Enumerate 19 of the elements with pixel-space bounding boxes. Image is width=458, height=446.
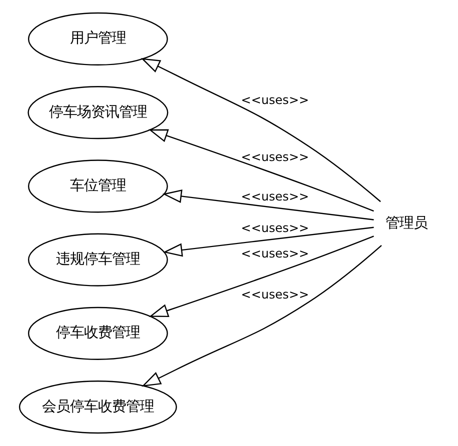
- edge-label: <<uses>>: [240, 93, 309, 108]
- edge-label: <<uses>>: [240, 221, 309, 236]
- arrow: [141, 244, 382, 387]
- arrow: [148, 236, 374, 318]
- node-text: 管理员: [385, 215, 428, 232]
- edge-label: <<uses>>: [240, 150, 309, 164]
- node-ellipse: 停车收费管理: [27, 306, 168, 360]
- node-ellipse: 违规停车管理: [27, 233, 168, 286]
- arrow: [162, 226, 374, 257]
- node-ellipse: 停车场资讯管理: [27, 86, 168, 140]
- node-ellipse: 会员停车收费管理: [18, 380, 176, 434]
- node-ellipse: 用户管理: [27, 12, 168, 66]
- edge-label: <<uses>>: [240, 190, 309, 204]
- node-ellipse: 车位管理: [27, 160, 168, 213]
- arrow: [140, 58, 380, 202]
- edge-label: <<uses>>: [240, 246, 309, 260]
- arrow: [148, 129, 374, 212]
- edge-label: <<uses>>: [240, 287, 309, 302]
- arrow: [162, 190, 374, 220]
